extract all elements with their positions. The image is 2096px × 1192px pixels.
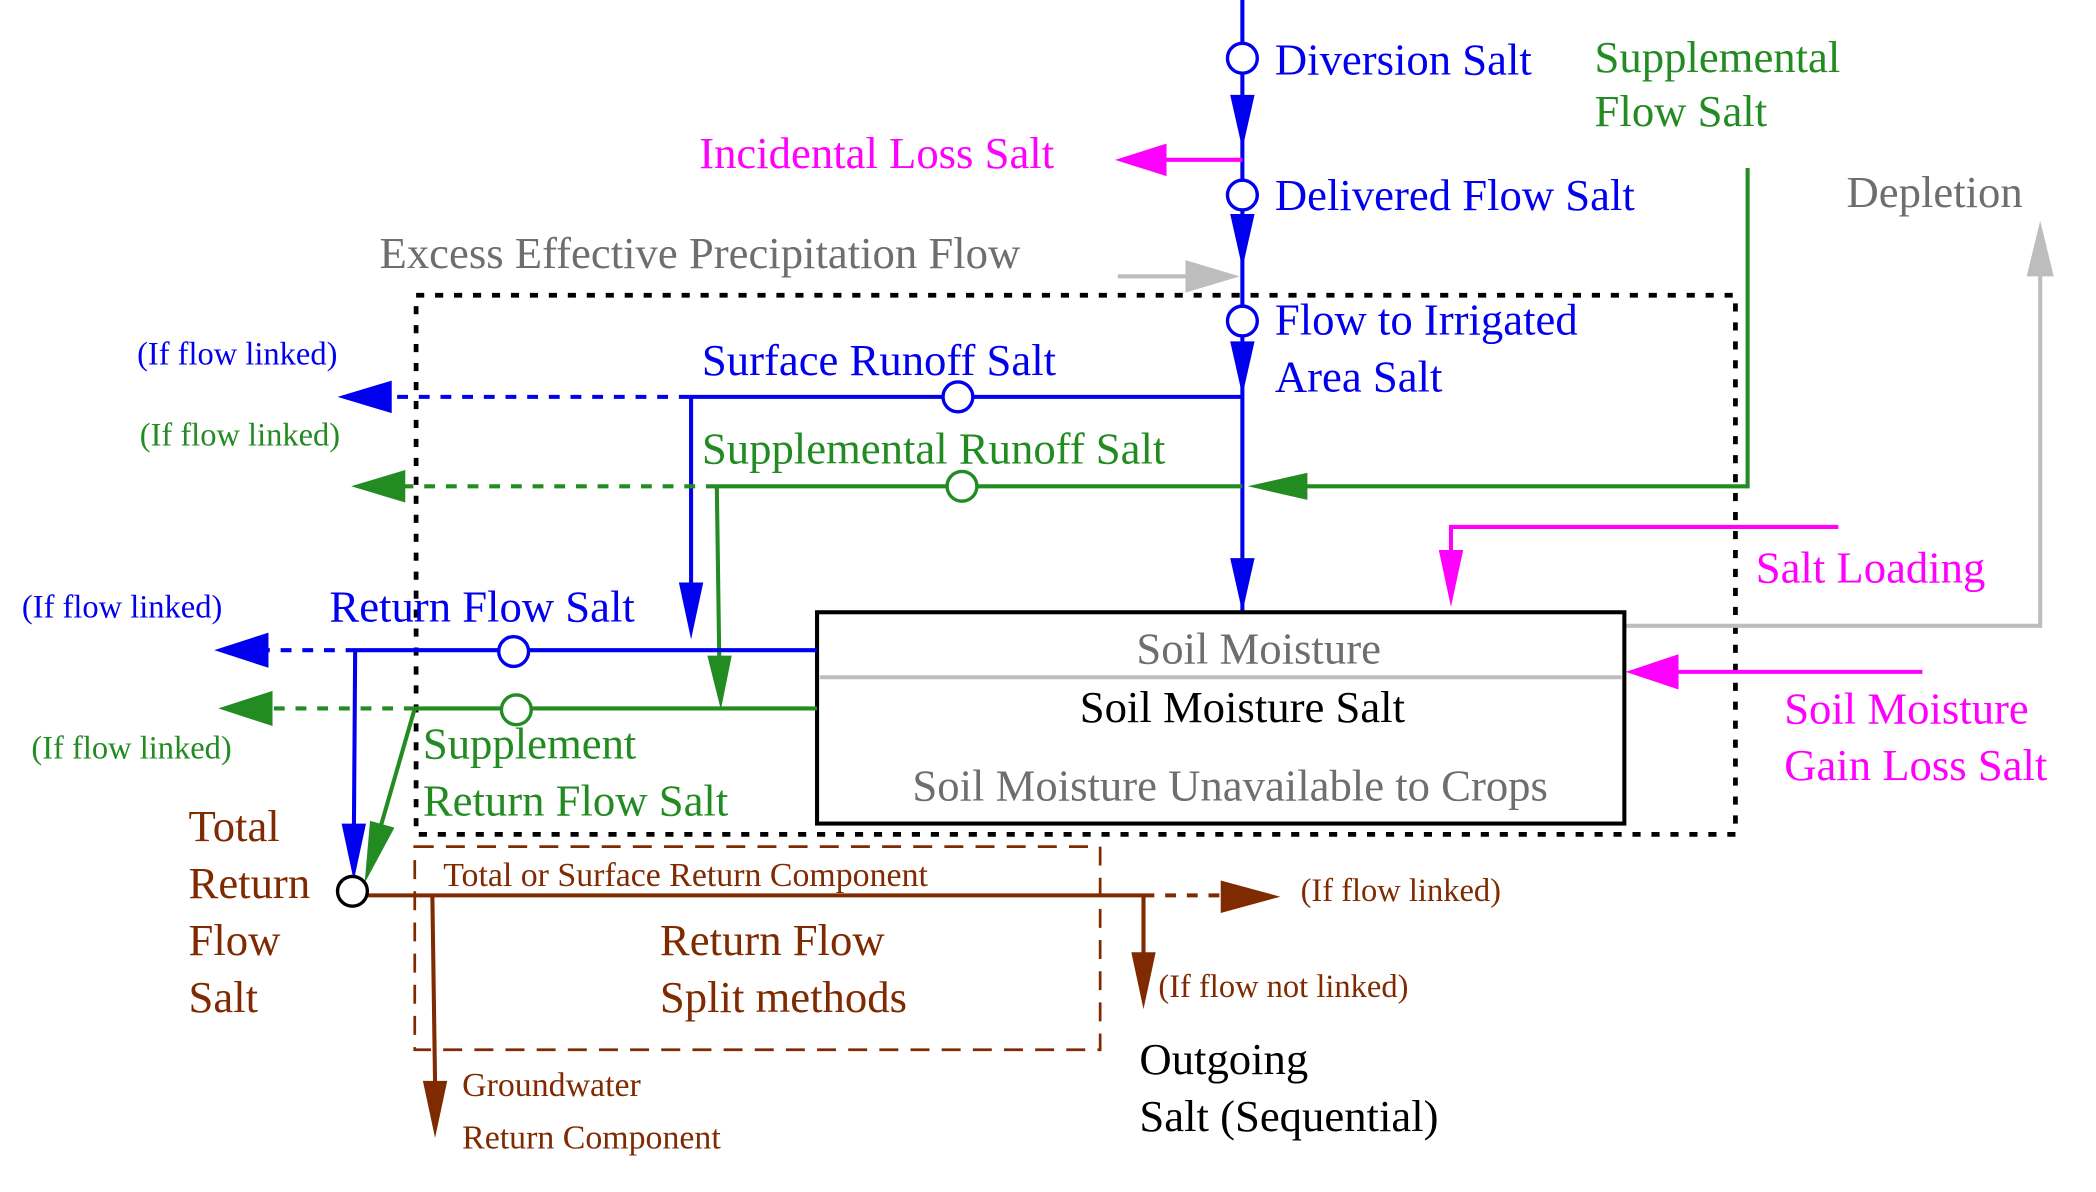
supplemental-runoff-node xyxy=(945,469,979,503)
outgoing-salt-label-2: Salt (Sequential) xyxy=(1139,1091,1438,1141)
total-return-flow-salt-label-3: Salt xyxy=(189,972,259,1022)
flow-to-irrigated-label-2: Area Salt xyxy=(1275,351,1443,401)
supplemental-runoff-salt-label: Supplemental Runoff Salt xyxy=(702,423,1166,473)
if-flow-linked-label-3: (If flow linked) xyxy=(22,590,222,626)
arrow-down-icon xyxy=(1230,341,1255,396)
if-flow-linked-label-1: (If flow linked) xyxy=(137,336,337,372)
total-return-node xyxy=(335,874,370,908)
depletion-label: Depletion xyxy=(1847,167,2023,217)
arrow-left-icon xyxy=(337,380,392,414)
if-flow-linked-label-5: (If flow linked) xyxy=(1301,873,1501,909)
flow-to-irrigated-label-1: Flow to Irrigated xyxy=(1275,295,1578,345)
total-return-line xyxy=(335,874,1281,1138)
salt-loading-label: Salt Loading xyxy=(1756,542,1986,592)
depletion-line xyxy=(1624,220,2054,628)
soil-moisture-salt-label: Soil Moisture Salt xyxy=(1080,682,1406,732)
arrow-left-icon xyxy=(218,690,273,727)
diversion-salt-label: Diversion Salt xyxy=(1275,35,1533,85)
arrow-down-icon xyxy=(1131,952,1156,1010)
arrow-down-icon xyxy=(364,820,395,884)
arrow-up-icon xyxy=(2026,220,2054,277)
excess-effective-precip-label: Excess Effective Precipitation Flow xyxy=(380,228,1021,278)
diversion-flow-line xyxy=(1225,0,1259,613)
delivered-node xyxy=(1225,178,1259,212)
arrow-left-icon xyxy=(351,470,406,503)
arrow-left-icon xyxy=(1115,143,1167,177)
arrow-down-icon xyxy=(1230,214,1255,269)
surface-runoff-line xyxy=(337,380,1243,640)
return-flow-split-label-1: Return Flow xyxy=(660,915,885,965)
supplemental-runoff-line xyxy=(351,469,1243,710)
arrow-down-icon xyxy=(678,582,704,640)
soil-moisture-unavailable-label: Soil Moisture Unavailable to Crops xyxy=(912,761,1548,811)
if-flow-not-linked-label: (If flow not linked) xyxy=(1158,969,1408,1005)
supplemental-flow-line xyxy=(1247,167,1750,500)
total-return-flow-salt-label-1: Return xyxy=(189,858,311,908)
salt-loading-line xyxy=(1438,524,1839,607)
if-flow-linked-label-2: (If flow linked) xyxy=(140,418,340,454)
soil-moisture-gain-loss-line xyxy=(1625,654,1923,690)
arrow-left-icon xyxy=(214,632,269,668)
arrow-down-icon xyxy=(1438,549,1464,607)
arrow-left-icon xyxy=(1625,654,1679,690)
surface-runoff-node xyxy=(941,380,975,414)
return-flow-split-box xyxy=(413,845,1102,1052)
return-flow-node xyxy=(497,634,531,669)
supplement-return-flow-label-2: Return Flow Salt xyxy=(423,775,729,825)
arrow-right-icon xyxy=(1185,260,1240,293)
soil-moisture-label: Soil Moisture xyxy=(1136,624,1381,674)
arrow-right-icon xyxy=(1220,880,1281,913)
return-flow-salt-label: Return Flow Salt xyxy=(329,582,635,632)
groundwater-return-label-1: Groundwater xyxy=(462,1067,641,1104)
soil-moisture-gain-loss-label-2: Gain Loss Salt xyxy=(1784,740,2048,790)
soil-moisture-gain-loss-label-1: Soil Moisture xyxy=(1784,683,2029,733)
supplement-return-node xyxy=(499,693,533,727)
irrigated-node xyxy=(1225,304,1259,338)
return-flow-split-label-2: Split methods xyxy=(660,972,907,1022)
incidental-loss-salt-label: Incidental Loss Salt xyxy=(699,128,1055,178)
groundwater-return-label-2: Return Component xyxy=(462,1120,721,1157)
arrow-left-icon xyxy=(1247,472,1308,500)
arrow-down-icon xyxy=(341,823,366,881)
outgoing-salt-label-1: Outgoing xyxy=(1139,1034,1308,1084)
soil-moisture-box: Soil Moisture Soil Moisture Salt Soil Mo… xyxy=(815,610,1627,826)
excess-precip-line xyxy=(1117,260,1240,293)
total-return-flow-salt-label-0: Total xyxy=(189,801,280,851)
arrow-down-icon xyxy=(707,655,732,710)
arrow-down-icon xyxy=(422,1080,448,1138)
arrow-down-icon xyxy=(1230,558,1255,613)
return-flow-line xyxy=(214,632,818,881)
diversion-node xyxy=(1225,41,1259,75)
if-flow-linked-label-4: (If flow linked) xyxy=(31,731,231,767)
delivered-flow-salt-label: Delivered Flow Salt xyxy=(1275,170,1636,220)
arrow-down-icon xyxy=(1230,94,1255,149)
total-return-flow-salt-label-2: Flow xyxy=(189,915,282,965)
supplemental-flow-salt-label-1: Supplemental xyxy=(1595,32,1841,82)
surface-runoff-salt-label: Surface Runoff Salt xyxy=(702,335,1057,385)
supplemental-flow-salt-label-2: Flow Salt xyxy=(1595,86,1768,136)
total-or-surface-return-label: Total or Surface Return Component xyxy=(443,857,928,894)
incidental-loss-line xyxy=(1115,143,1243,177)
supplement-return-flow-label-1: Supplement xyxy=(423,719,637,769)
supplement-return-flow-line xyxy=(218,690,818,884)
